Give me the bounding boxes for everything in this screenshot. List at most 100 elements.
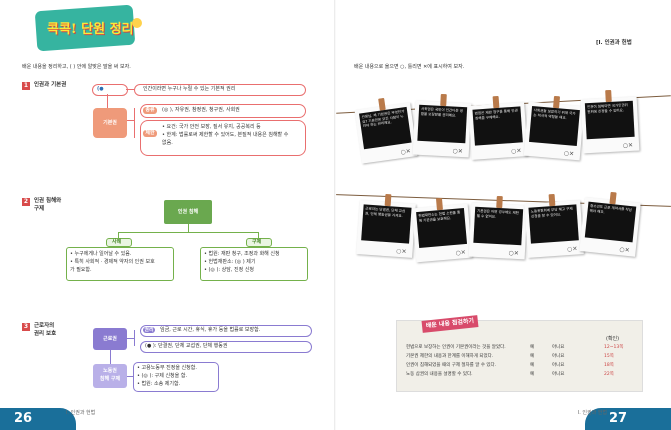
ox-answer-marks[interactable]: ○✕ (455, 249, 467, 257)
rights-violation-node: 인권 침해 (164, 200, 212, 224)
ox-card[interactable]: 기본권은 어떤 경우에도 제한될 수 없어요. ○✕ (468, 195, 528, 260)
connector (127, 338, 135, 339)
definition-text: 인간이라면 누구나 누릴 수 있는 기본적 권리 (143, 86, 236, 92)
review-page-ref: 15쪽 (604, 354, 614, 359)
review-yes-checkbox[interactable]: 예 (530, 372, 535, 377)
ox-answer-marks[interactable]: ○✕ (395, 247, 407, 256)
ox-card-statement: 사회권을 보장하기 위해 국가는 적극적 역할을 해요. (528, 105, 580, 147)
review-row-text: 기본권 제한의 내용과 한계를 이해하게 되었다. (406, 354, 494, 359)
case-text-2: • 특히 사회적 · 경제적 약자의 인권 보호 (70, 259, 155, 265)
clothespin-icon (492, 95, 500, 109)
review-no-checkbox[interactable]: 아니요 (552, 345, 565, 350)
ox-card[interactable]: 노동위원회에 부당 해고 구제 신청을 할 수 있어요.○✕ (524, 193, 584, 258)
section-1-number: 1 (22, 82, 30, 90)
section-3-label-2: 권리 보호 (34, 331, 57, 337)
review-no-checkbox[interactable]: 아니요 (552, 354, 565, 359)
labor-relief-text-1: • 고용노동부 진정을 신청함. (137, 365, 197, 371)
ox-answer-marks[interactable]: ○✕ (563, 149, 575, 158)
clothespin-icon (384, 193, 392, 207)
limit-text-3: 없음. (162, 140, 173, 146)
section-3-label-1: 근로자의 (34, 323, 55, 329)
limit-text-2: • 한계: 법률로써 제한할 수 있어도, 본질적 내용은 침해할 수 (162, 132, 289, 138)
ox-answer-marks[interactable]: ○✕ (510, 147, 522, 156)
rights-box (140, 325, 312, 337)
ox-card[interactable]: 사회권은 국민이 인간다운 생활을 보장받을 권리예요. ○✕ (412, 93, 472, 158)
ox-answer-marks[interactable]: ○✕ (566, 245, 578, 254)
review-row-text: 노동 삼권의 내용을 설명할 수 있다. (406, 372, 473, 377)
clothespin-icon (548, 193, 556, 207)
left-page-number: 26 (0, 408, 76, 430)
unit-summary-title: 콕콕! 단원 정리 (47, 22, 134, 37)
case-tag-box (106, 238, 132, 247)
blank-1-marker: (● (97, 86, 104, 92)
blank-box-1 (92, 84, 128, 96)
ox-answer-marks[interactable]: ○✕ (400, 147, 412, 157)
remedy-text-3: • (◎ ): 상담, 진정 신청 (204, 267, 255, 273)
limit-text-1: • 요건: 국가 안전 보장, 질서 유지, 공공복리 등 (162, 124, 261, 130)
labor-relief-text-2: • (◎ ): 구제 신청을 함. (137, 373, 188, 379)
review-yes-checkbox[interactable]: 예 (530, 363, 535, 368)
review-no-checkbox[interactable]: 아니요 (552, 363, 565, 368)
labor-relief-node: 노동권 침해 구제 (93, 364, 127, 388)
kind-box (140, 104, 306, 118)
clothespin-icon (435, 197, 443, 211)
remedy-tag: 구제 (252, 239, 262, 245)
review-yes-checkbox[interactable]: 예 (530, 354, 535, 359)
ox-card-statement: 법원은 재판 청구를 통해 인권 침해를 구제해요. (472, 106, 523, 146)
ox-card[interactable]: 선생님, 제 기본권은 무엇인가요? 기본권은 모든 사람이 누려야 하는 권리… (354, 97, 418, 164)
case-tag: 사례 (112, 239, 122, 245)
ox-card-statement: 헌법재판소는 헌법 소원을 통해 기본권을 보호해요. (416, 207, 468, 249)
connector (188, 224, 189, 232)
labor-relief-text-3: • 법원: 소송 제기함. (137, 381, 181, 387)
right-header: [Ⅰ. 인권과 헌법 (596, 40, 632, 46)
review-yes-checkbox[interactable]: 예 (530, 345, 535, 350)
labor-relief-box (133, 362, 219, 392)
right-instruction: 배운 내용으로 옳으면 ○, 틀리면 ✕에 표시하여 보자. (354, 64, 465, 70)
left-footer: I. 인권과 헌법 (66, 409, 96, 416)
ox-card-statement: 기본권은 어떤 경우에도 제한될 수 없어요. (473, 206, 524, 246)
connector (126, 89, 134, 90)
ox-card-statement: 근로자는 단결권, 단체 교섭권, 단체 행동권을 가져요. (361, 204, 412, 244)
review-row-text: 인권이 침해되었을 때의 구제 절차를 알 수 있다. (406, 363, 497, 368)
ox-answer-marks[interactable]: ○✕ (622, 141, 634, 150)
connector (134, 108, 135, 138)
right-page-number: 27 (585, 408, 671, 430)
clothespin-icon (553, 95, 561, 109)
review-check-header: (확인) (606, 336, 620, 342)
rights-tag: 권리 (143, 327, 155, 333)
clothespin-icon (609, 191, 617, 205)
ox-card-statement: 노동위원회에 부당 해고 구제 신청을 할 수 있어요. (528, 204, 579, 244)
ox-card-statement: 사회권은 국민이 인간다운 생활을 보장받을 권리예요. (417, 104, 468, 144)
section-3-number: 3 (22, 323, 30, 331)
ox-card[interactable]: 법원은 재판 청구를 통해 인권 침해를 구제해요.○✕ (468, 95, 528, 160)
connector (258, 232, 259, 238)
kind-text: (◎ ), 자유권, 참정권, 청구권, 사회권 (162, 107, 240, 113)
ox-card[interactable]: 사회권을 보장하기 위해 국가는 적극적 역할을 해요. ○✕ (523, 95, 585, 161)
remedy-text-1: • 법원: 재판 청구, 조정과 화해 신청 (204, 251, 280, 257)
ox-card-statement: 청소년도 근로 계약서를 작성해야 해요. (584, 201, 637, 243)
ox-answer-marks[interactable]: ○✕ (619, 246, 630, 255)
ox-answer-marks[interactable]: ○✕ (452, 147, 464, 156)
review-no-checkbox[interactable]: 아니요 (552, 372, 565, 377)
ox-card[interactable]: 근로자는 단결권, 단체 교섭권, 단체 행동권을 가져요. ○✕ (356, 193, 416, 258)
decoration-dot (132, 18, 142, 28)
ox-card-statement: 인권이 침해되면 국가인권위원회에 진정할 수 있어요. (584, 100, 635, 140)
ox-card[interactable]: 인권이 침해되면 국가인권위원회에 진정할 수 있어요.○✕ (580, 89, 640, 154)
connector (127, 376, 133, 377)
ox-card[interactable]: 청소년도 근로 계약서를 작성해야 해요. ○✕ (579, 191, 641, 257)
limit-tag: 제한 (143, 130, 157, 137)
review-page-ref: 22쪽 (604, 372, 614, 377)
connector (118, 232, 258, 233)
kind-tag: 종류 (143, 107, 157, 114)
right-page: [Ⅰ. 인권과 헌법 배운 내용으로 옳으면 ○, 틀리면 ✕에 표시하여 보자… (336, 0, 671, 430)
ox-answer-marks[interactable]: ○✕ (508, 249, 520, 258)
connector (134, 330, 135, 346)
left-instruction: 배운 내용을 정리하고, ( ) 안에 알맞은 말을 써 보자. (22, 64, 131, 70)
remedy-tag-box (246, 238, 272, 247)
case-text-1: • 누구에게나 일어날 수 있음. (70, 251, 132, 257)
section-2-number: 2 (22, 198, 30, 206)
rights-text: 임금, 근로 시간, 휴식, 휴가 등을 법률로 보장함. (160, 327, 261, 333)
remedy-box (200, 247, 308, 281)
review-page-ref: 12~13쪽 (604, 345, 624, 350)
ox-card[interactable]: 헌법재판소는 헌법 소원을 통해 기본권을 보호해요.○✕ (411, 197, 473, 263)
